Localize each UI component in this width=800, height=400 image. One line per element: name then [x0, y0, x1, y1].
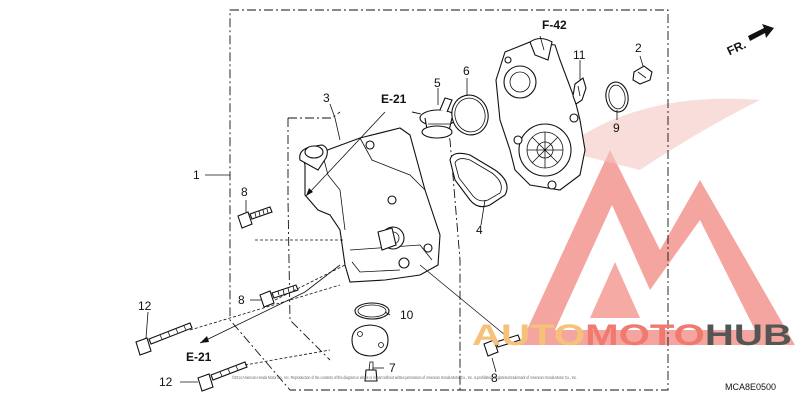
diagram-code: MCA8E0500	[725, 382, 776, 392]
clip-11	[572, 77, 587, 105]
pump-cover	[495, 37, 586, 191]
sensor-2	[632, 65, 653, 85]
leader-lines	[145, 35, 644, 383]
o-ring-6	[451, 94, 489, 136]
callout-10: 10	[400, 308, 414, 322]
watermark-text-moto: MOTO	[585, 319, 705, 352]
front-direction-arrow: FR.	[725, 24, 774, 58]
watermark-text-hub: HUB	[705, 319, 792, 352]
callout-3: 3	[323, 91, 330, 105]
callout-1: 1	[193, 168, 200, 182]
bolt-8-upper	[237, 206, 273, 229]
callout-8-middle: 8	[238, 293, 245, 307]
bolt-12-upper	[135, 322, 193, 356]
housing-body	[299, 127, 441, 283]
callout-5: 5	[434, 76, 441, 90]
assembly-boundary	[229, 9, 669, 391]
callout-2: 2	[635, 41, 642, 55]
ref-e21-top: E-21	[381, 92, 407, 106]
o-ring-9	[605, 81, 629, 113]
ref-e21-bottom: E-21	[186, 350, 212, 364]
callout-9: 9	[613, 121, 620, 135]
callout-12-upper: 12	[138, 299, 152, 313]
ref-f42: F-42	[542, 18, 567, 32]
watermark-text-auto: AUTO	[472, 319, 585, 352]
bolt-12-lower	[197, 361, 248, 392]
drain-plate	[351, 324, 389, 357]
bolt-8-lower	[483, 334, 521, 357]
watermark-triangle-core	[590, 262, 640, 318]
watermark-logo	[520, 98, 795, 345]
callout-8-upper: 8	[241, 185, 248, 199]
gasket-4	[449, 152, 508, 208]
bolt-8-middle	[259, 284, 299, 308]
watermark-wing	[560, 98, 760, 170]
callout-12-lower: 12	[159, 375, 173, 389]
callout-7: 7	[389, 361, 396, 375]
callout-8-lower: 8	[491, 371, 498, 385]
front-direction-label: FR.	[725, 37, 748, 58]
copyright-notice: ©2014 American Honda Motor Co., Inc. Rep…	[232, 374, 577, 380]
o-ring-10	[354, 302, 390, 320]
callout-6: 6	[463, 64, 470, 78]
bolt-7	[364, 361, 378, 382]
callout-4: 4	[476, 223, 483, 237]
callout-11: 11	[573, 48, 586, 62]
